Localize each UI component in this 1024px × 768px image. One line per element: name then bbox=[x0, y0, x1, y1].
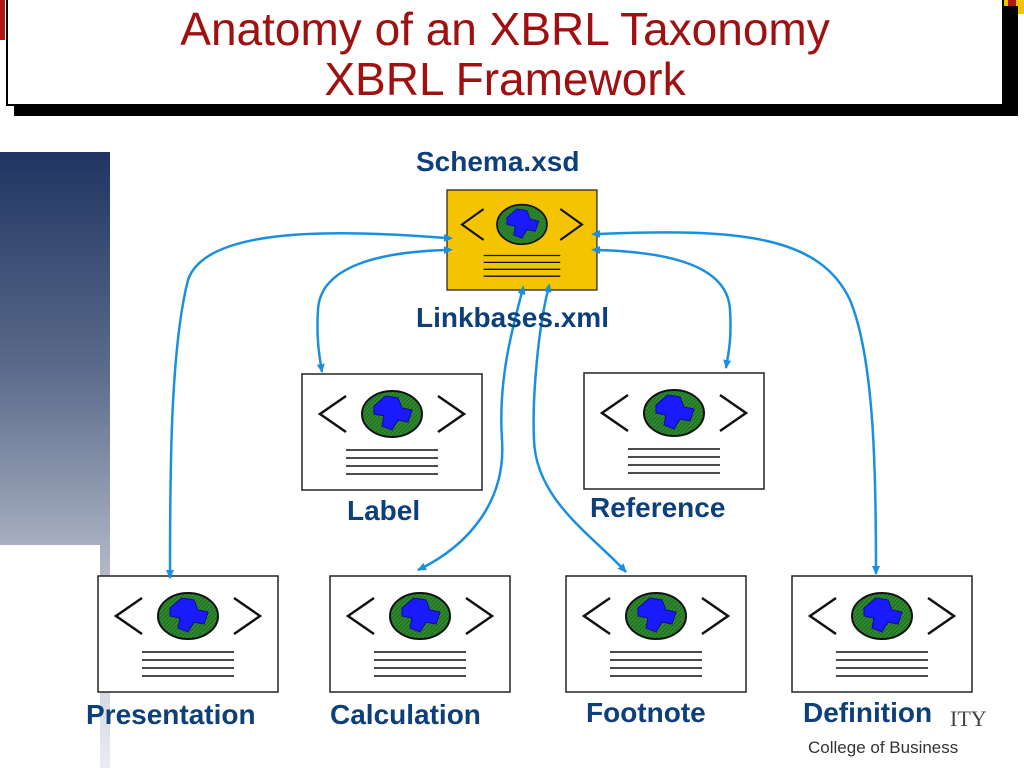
node-label-presentation: Presentation bbox=[86, 699, 256, 730]
slide-subtitle: XBRL Framework bbox=[324, 53, 686, 105]
label-document-icon bbox=[300, 372, 484, 492]
header-accent-left bbox=[0, 0, 5, 40]
node-label-footnote: Footnote bbox=[586, 697, 706, 728]
definition-document-icon bbox=[790, 574, 974, 694]
arrow-schema-presentation bbox=[166, 231, 453, 579]
node-label-calculation: Calculation bbox=[330, 699, 481, 730]
node-label-definition: Definition bbox=[803, 697, 933, 728]
linkbases-label: Linkbases.xml bbox=[416, 302, 609, 333]
calculation-document-icon bbox=[328, 574, 512, 694]
arrow-schema-calculation bbox=[417, 285, 526, 572]
arrow-schema-label bbox=[316, 246, 453, 373]
footer-university-fragment: ITY bbox=[950, 706, 987, 731]
arrow-schema-reference bbox=[591, 246, 732, 369]
footnote-document-icon bbox=[564, 574, 748, 694]
slide-title: Anatomy of an XBRL Taxonomy bbox=[180, 3, 830, 55]
footer-college: College of Business bbox=[808, 738, 959, 757]
title-box: Anatomy of an XBRL Taxonomy XBRL Framewo… bbox=[6, 0, 1004, 106]
node-label-reference: Reference bbox=[590, 492, 726, 523]
schema-document-icon bbox=[446, 189, 598, 291]
arrow-schema-definition bbox=[591, 229, 880, 575]
header-accent-right bbox=[1008, 0, 1016, 10]
presentation-document-icon bbox=[96, 574, 280, 694]
node-label-label: Label bbox=[347, 495, 421, 526]
side-gradient-mask bbox=[0, 545, 100, 768]
reference-document-icon bbox=[582, 371, 766, 491]
schema-label: Schema.xsd bbox=[416, 146, 580, 177]
